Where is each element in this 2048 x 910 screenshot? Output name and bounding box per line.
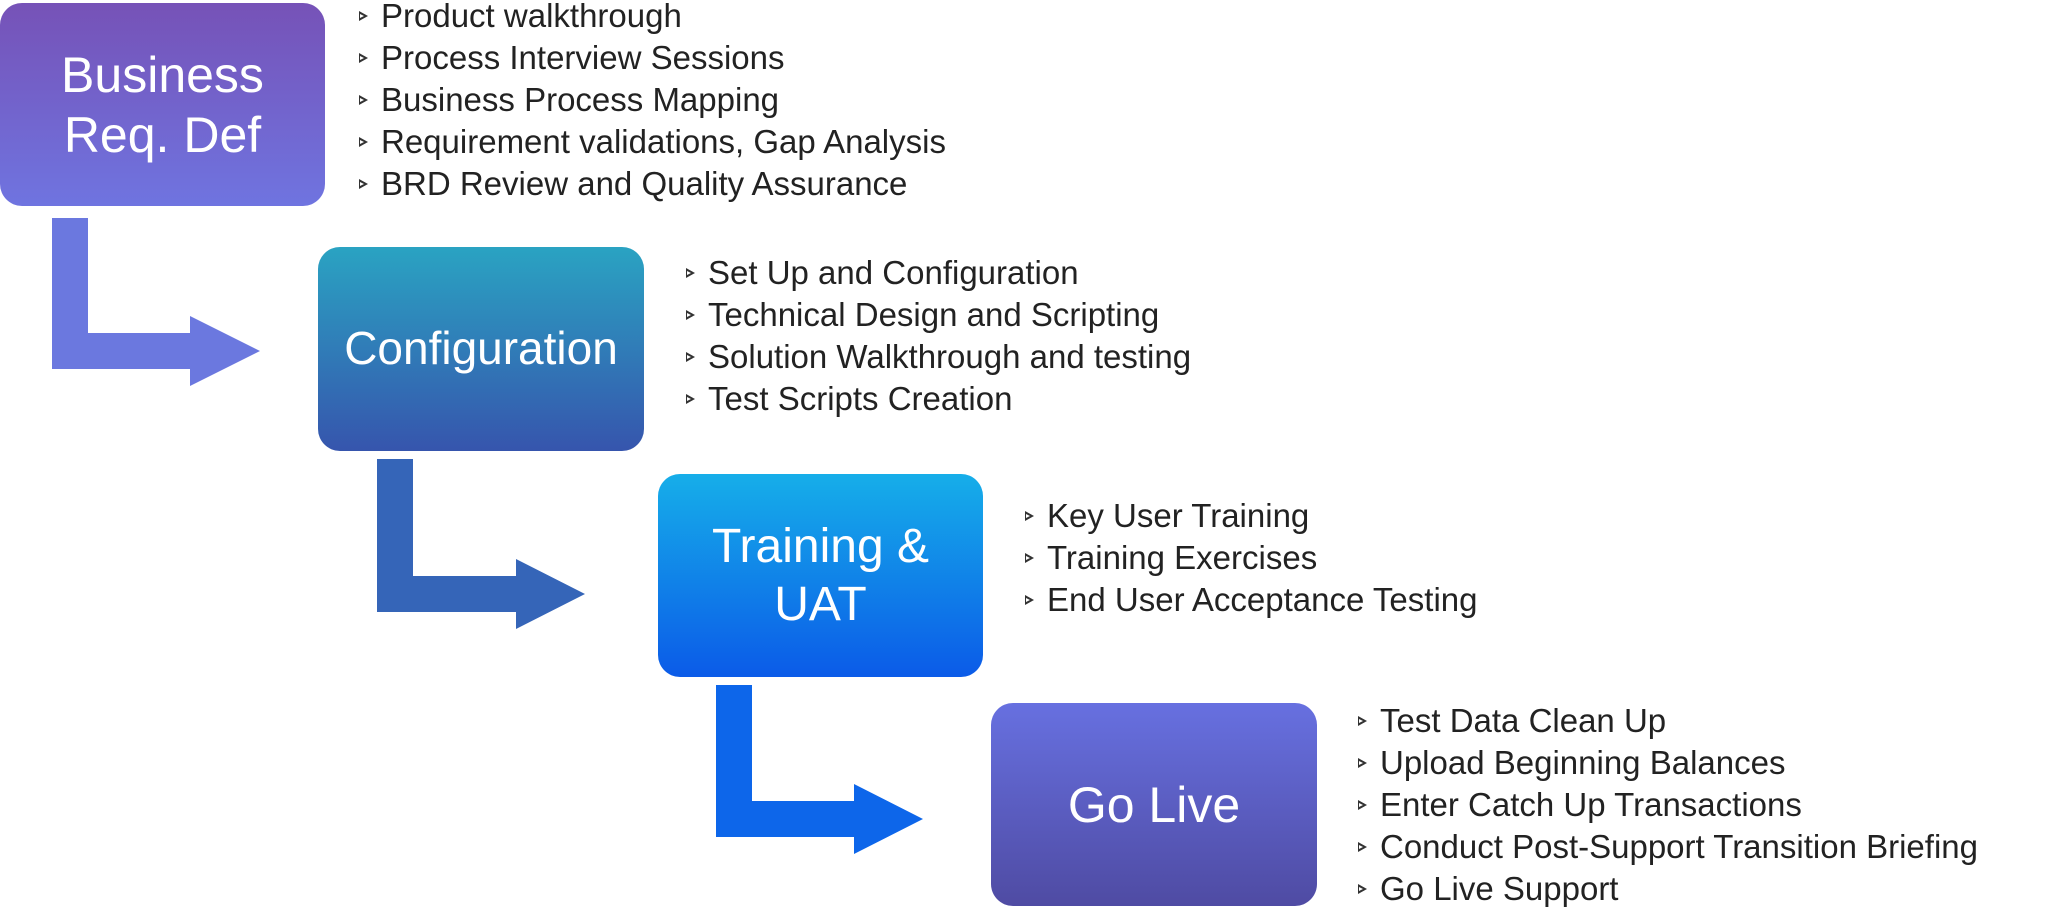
list-item: Business Process Mapping — [357, 79, 946, 121]
stage-activities-configuration: Set Up and Configuration Technical Desig… — [684, 252, 1191, 420]
stage-title: Configuration — [344, 322, 618, 375]
stage-title: Go Live — [1067, 776, 1241, 833]
stage-activities-training-uat: Key User Training Training Exercises End… — [1023, 495, 1477, 621]
list-item: Set Up and Configuration — [684, 252, 1191, 294]
list-item: Training Exercises — [1023, 537, 1477, 579]
list-item: Go Live Support — [1356, 868, 1978, 910]
triangle-right-icon — [359, 53, 368, 63]
triangle-right-icon — [359, 179, 368, 189]
stage-title: Business Req. Def — [61, 46, 264, 163]
stage-box-business-req-def: Business Req. Def — [0, 3, 325, 206]
list-item: End User Acceptance Testing — [1023, 579, 1477, 621]
stage-activities-go-live: Test Data Clean Up Upload Beginning Bala… — [1356, 700, 1978, 910]
triangle-right-icon — [1358, 716, 1367, 726]
list-item: Technical Design and Scripting — [684, 294, 1191, 336]
arrow-training-to-golive — [716, 685, 923, 854]
triangle-right-icon — [359, 95, 368, 105]
triangle-right-icon — [686, 268, 695, 278]
triangle-right-icon — [686, 310, 695, 320]
triangle-right-icon — [1358, 884, 1367, 894]
list-item: Upload Beginning Balances — [1356, 742, 1978, 784]
triangle-right-icon — [1358, 800, 1367, 810]
list-item: Product walkthrough — [357, 0, 946, 37]
stage-box-training-uat: Training & UAT — [658, 474, 983, 677]
triangle-right-icon — [1358, 758, 1367, 768]
triangle-right-icon — [359, 137, 368, 147]
list-item: Conduct Post-Support Transition Briefing — [1356, 826, 1978, 868]
list-item: Requirement validations, Gap Analysis — [357, 121, 946, 163]
stage-box-go-live: Go Live — [991, 703, 1317, 906]
stage-activities-business-req-def: Product walkthrough Process Interview Se… — [357, 0, 946, 205]
list-item: BRD Review and Quality Assurance — [357, 163, 946, 205]
triangle-right-icon — [1025, 595, 1034, 605]
triangle-right-icon — [686, 394, 695, 404]
list-item: Test Scripts Creation — [684, 378, 1191, 420]
list-item: Enter Catch Up Transactions — [1356, 784, 1978, 826]
list-item: Key User Training — [1023, 495, 1477, 537]
triangle-right-icon — [1358, 842, 1367, 852]
list-item: Process Interview Sessions — [357, 37, 946, 79]
triangle-right-icon — [1025, 553, 1034, 563]
list-item: Solution Walkthrough and testing — [684, 336, 1191, 378]
triangle-right-icon — [686, 352, 695, 362]
arrow-business-to-configuration — [52, 218, 260, 386]
stage-title: Training & UAT — [712, 519, 929, 631]
triangle-right-icon — [1025, 511, 1034, 521]
stage-box-configuration: Configuration — [318, 247, 644, 451]
list-item: Test Data Clean Up — [1356, 700, 1978, 742]
arrow-configuration-to-training — [377, 459, 585, 629]
triangle-right-icon — [359, 11, 368, 21]
